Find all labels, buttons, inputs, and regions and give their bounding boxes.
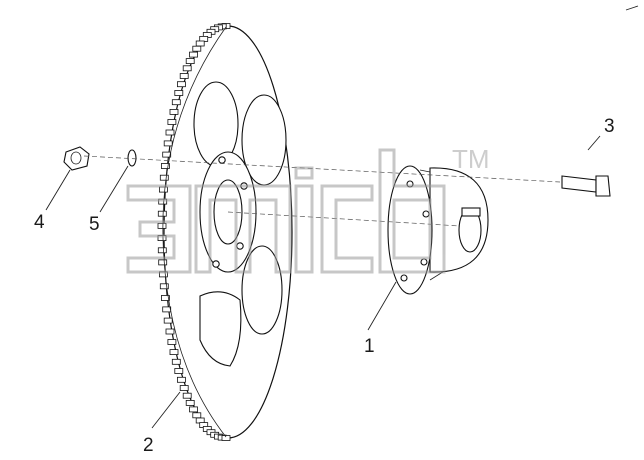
sprocket-tooth (174, 90, 184, 96)
sprocket-tooth (176, 81, 186, 88)
nut-face (70, 151, 82, 165)
sprocket-tooth (171, 99, 181, 106)
flange-hole (422, 210, 430, 218)
leader-line-4 (45, 169, 71, 211)
watermark-trademark: TM (452, 144, 490, 174)
assembly-axis-center (227, 211, 461, 227)
flange-hole (400, 274, 408, 282)
sprocket-tooth (221, 435, 231, 441)
sprocket-tooth (169, 109, 179, 115)
sprocket-tooth (157, 210, 167, 217)
sprocket-tooth (192, 45, 202, 52)
sprocket-tooth (169, 349, 179, 356)
callout-4: 4 (34, 212, 45, 233)
sprocket-tooth (162, 306, 172, 313)
watermark-glyph (378, 148, 446, 274)
sprocket-tooth (179, 73, 189, 79)
leader-line-1 (367, 281, 397, 331)
sprocket-tooth (163, 140, 173, 147)
leader-line-3 (587, 135, 601, 151)
sprocket-tooth (176, 376, 186, 383)
sprocket-tooth (165, 328, 175, 335)
sprocket-tooth (189, 406, 198, 413)
bolt-shank (561, 175, 597, 193)
watermark-logo: TM (126, 144, 490, 274)
sprocket-tooth (158, 259, 168, 266)
hub-keyway (461, 207, 481, 217)
sprocket-teeth (157, 23, 231, 441)
sprocket-tooth (157, 247, 167, 254)
watermark-glyph (194, 184, 292, 274)
sprocket-tooth (185, 399, 195, 406)
callout-2: 2 (143, 435, 154, 456)
bolt-hole (236, 242, 244, 250)
sprocket-hole-lower (199, 291, 242, 367)
sprocket-hole-lower-right (241, 245, 283, 335)
sprocket-part-2 (157, 23, 293, 441)
callout-5: 5 (89, 214, 100, 235)
sprocket-tooth (165, 129, 175, 136)
watermark-glyph (294, 166, 314, 274)
bolt-head (595, 175, 611, 197)
sprocket-tooth (162, 151, 172, 158)
leader-line-5 (99, 165, 129, 213)
sprocket-tooth (192, 412, 202, 419)
sprocket-tooth (159, 283, 169, 290)
sprocket-tooth (171, 358, 181, 365)
sprocket-tooth (179, 385, 189, 391)
callout-3: 3 (604, 116, 615, 137)
nut-body (63, 146, 90, 171)
sprocket-tooth (167, 119, 177, 125)
sprocket-rim-edge (162, 26, 227, 438)
sprocket-tooth (159, 174, 169, 181)
sprocket-tooth (163, 317, 173, 324)
sprocket-tooth (157, 222, 167, 229)
corner-mark (625, 5, 639, 11)
washer-body (127, 149, 137, 167)
sprocket-tooth (160, 295, 170, 301)
watermark-glyph (320, 184, 374, 274)
sprocket-tooth (185, 58, 195, 64)
sprocket-tooth (182, 392, 192, 399)
sprocket-tooth (189, 51, 198, 58)
bolt-hole (212, 260, 220, 268)
sprocket-tooth (158, 186, 168, 193)
washer-part-5 (127, 149, 137, 167)
flange-hole (420, 258, 428, 266)
sprocket-tooth (182, 65, 192, 72)
bolt-part-3 (561, 175, 611, 197)
nut-part-4 (63, 146, 90, 171)
watermark-glyph (126, 184, 192, 274)
sprocket-tooth (160, 163, 170, 169)
bolt-hole (218, 156, 226, 164)
sprocket-tooth (167, 339, 177, 345)
leader-line-2 (151, 391, 181, 429)
callout-1: 1 (364, 336, 375, 357)
sprocket-tooth (174, 368, 184, 374)
sprocket-tooth (195, 40, 205, 47)
